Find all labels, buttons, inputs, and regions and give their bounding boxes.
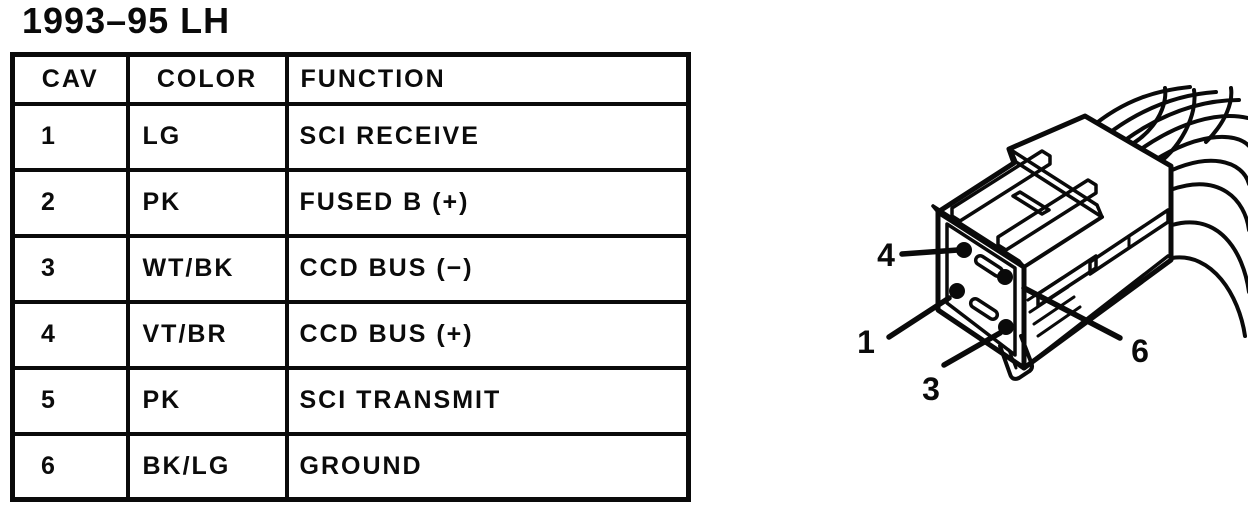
cavity-slot-icon [968, 297, 1000, 321]
callout-label-4: 4 [877, 237, 895, 273]
leader-pin-3 [941, 330, 1003, 368]
terminal-pins-icon [949, 242, 1014, 335]
cell-function-1: SCI RECEIVE [284, 101, 691, 172]
connector-body-icon [931, 113, 1174, 381]
pinout-table-header: CAV COLOR FUNCTION [10, 52, 691, 106]
cell-function-6: GROUND [284, 431, 691, 502]
cell-function-5: SCI TRANSMIT [284, 365, 691, 436]
leader-pin-4 [899, 247, 961, 257]
cell-cav-2: 2 [10, 167, 130, 238]
table-row: 2 PK FUSED B (+) [10, 167, 691, 238]
leader-pin-1 [886, 295, 952, 340]
page-title: 1993–95 LH [22, 0, 231, 41]
table-row: 4 VT/BR CCD BUS (+) [10, 299, 691, 370]
cell-cav-5: 5 [10, 365, 130, 436]
callout-label-6: 6 [1131, 333, 1149, 369]
pinout-table-body: 1 LG SCI RECEIVE 2 PK FUSED B (+) 3 WT/B… [10, 101, 691, 502]
callout-leaders [886, 247, 1123, 368]
pin-4-icon [956, 242, 972, 258]
cell-function-3: CCD BUS (−) [284, 233, 691, 304]
pin-3-icon [998, 319, 1014, 335]
cell-color-1: LG [125, 101, 289, 172]
connector-diagram: 4 1 3 6 [857, 85, 1248, 407]
col-header-color: COLOR [125, 52, 289, 106]
callout-label-1: 1 [857, 324, 875, 360]
callout-label-3: 3 [922, 371, 940, 407]
cell-function-4: CCD BUS (+) [284, 299, 691, 370]
cell-color-6: BK/LG [125, 431, 289, 502]
cell-cav-6: 6 [10, 431, 130, 502]
pinout-table: CAV COLOR FUNCTION 1 LG SCI RECEIVE 2 PK… [10, 52, 691, 502]
table-row: 1 LG SCI RECEIVE [10, 101, 691, 172]
cell-color-4: VT/BR [125, 299, 289, 370]
cell-color-2: PK [125, 167, 289, 238]
cell-cav-1: 1 [10, 101, 130, 172]
table-row: 6 BK/LG GROUND [10, 431, 691, 502]
cell-cav-3: 3 [10, 233, 130, 304]
cell-function-2: FUSED B (+) [284, 167, 691, 238]
pin-1-icon [949, 283, 965, 299]
pin-6-icon [997, 269, 1013, 285]
cell-cav-4: 4 [10, 299, 130, 370]
cell-color-3: WT/BK [125, 233, 289, 304]
header-row: CAV COLOR FUNCTION [10, 52, 691, 106]
cell-color-5: PK [125, 365, 289, 436]
callout-labels: 4 1 3 6 [857, 237, 1149, 407]
leader-pin-6 [1021, 285, 1123, 341]
table-row: 5 PK SCI TRANSMIT [10, 365, 691, 436]
col-header-cav: CAV [10, 52, 130, 106]
col-header-function: FUNCTION [284, 52, 691, 106]
table-row: 3 WT/BK CCD BUS (−) [10, 233, 691, 304]
